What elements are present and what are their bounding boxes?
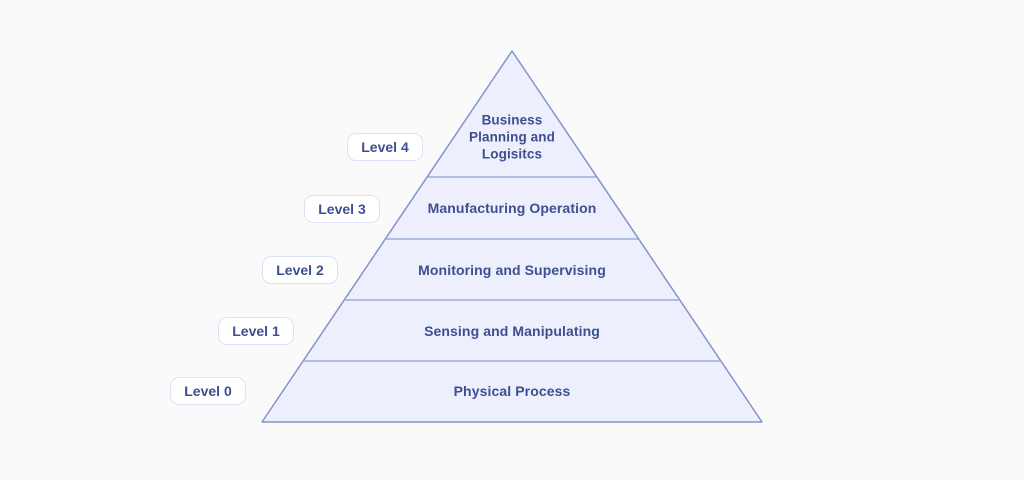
pyramid-band-title-level-0: Physical Process [453, 383, 571, 399]
level-1-badge: Level 1 [218, 317, 294, 345]
level-4-badge: Level 4 [347, 133, 423, 161]
pyramid-band-title-level-4: Business Planning and Logisitcs [469, 112, 555, 162]
pyramid-outline [261, 50, 763, 423]
level-3-badge: Level 3 [304, 195, 380, 223]
pyramid-band-title-level-3: Manufacturing Operation [427, 200, 597, 216]
level-0-badge: Level 0 [170, 377, 246, 405]
pyramid-band-title-level-1: Sensing and Manipulating [424, 323, 600, 339]
level-2-badge: Level 2 [262, 256, 338, 284]
pyramid-band-title-level-2: Monitoring and Supervising [418, 262, 606, 278]
